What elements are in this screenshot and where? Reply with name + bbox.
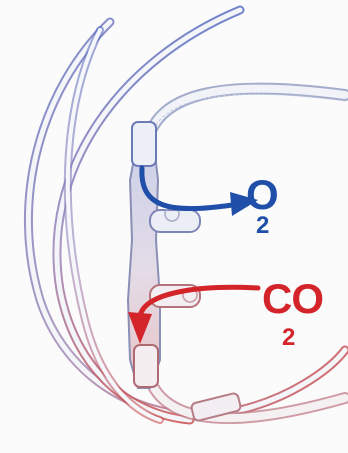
carbon-dioxide-label-subscript: 2 bbox=[282, 326, 295, 350]
oxygen-label-subscript: 2 bbox=[256, 214, 269, 238]
carbon-dioxide-label: CO 2 bbox=[262, 278, 323, 320]
cannula-body bbox=[128, 122, 160, 388]
oxygen-label: O 2 bbox=[246, 174, 278, 216]
top-end-cap bbox=[132, 122, 156, 166]
carbon-dioxide-label-main: CO bbox=[262, 275, 323, 322]
lower-supply-tube bbox=[150, 380, 345, 422]
oxygen-label-main: O bbox=[246, 171, 278, 218]
upper-supply-tube bbox=[148, 89, 345, 140]
bottom-end-cap bbox=[134, 345, 158, 387]
oxygen-flow-arrow bbox=[142, 168, 258, 216]
